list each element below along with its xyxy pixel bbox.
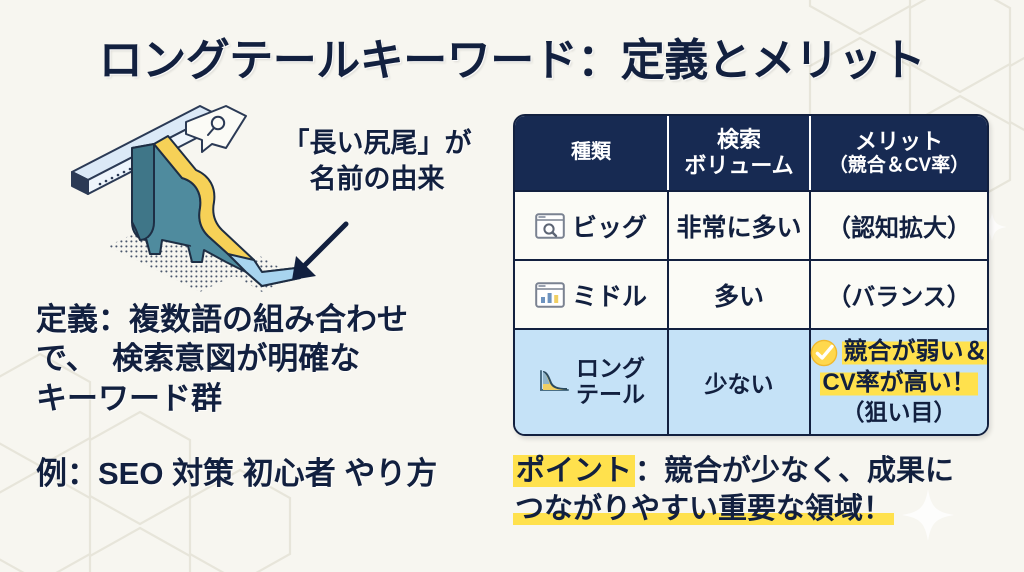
definition-text: 定義：複数語の組み合わせ で、 検索意図が明確な キーワード群 — [36, 300, 506, 418]
table-cell-merit-line-2: CV率が高い！ — [820, 368, 978, 398]
keyword-type-table: 種類 検索 ボリューム メリット （競合＆CV率） ビッグ — [513, 114, 989, 436]
browser-barchart-icon — [535, 281, 565, 308]
table-row: ビッグ 非常に多い （認知拡大） — [515, 190, 987, 259]
definition-line-2: で、 検索意図が明確な — [36, 341, 361, 377]
table-header-merit: メリット （競合＆CV率） — [809, 116, 987, 190]
callout-text: 「長い尻尾」が 名前の由来 — [252, 126, 502, 197]
table-cell-merit-line-1: 競合が弱い＆ — [841, 338, 988, 368]
table-header-merit-line-2: （競合＆CV率） — [828, 154, 970, 176]
table-header-volume-line-1: 検索 — [716, 127, 761, 153]
table-header-volume-line-2: ボリューム — [684, 153, 794, 178]
definition-line-3: キーワード群 — [36, 380, 222, 416]
table-cell-type-middle: ミドル — [515, 261, 667, 328]
point-line-1-rest: ：競合が少なく、成果に — [635, 455, 955, 487]
point-line-1: ポイント：競合が少なく、成果に — [513, 452, 1013, 490]
callout-line-2: 名前の由来 — [309, 163, 445, 194]
check-circle-icon — [810, 339, 837, 367]
longtail-curve-icon — [540, 370, 569, 391]
table-cell-merit-line-3: （狙い目） — [841, 398, 957, 425]
magnifier-speech-bubble — [185, 105, 247, 153]
table-cell-type-label-line-1: ロング — [576, 355, 645, 382]
table-row-highlighted: ロング テール 少ない 競合が弱い＆ CV率が高い！ （狙い目） — [515, 328, 987, 434]
table-header-type-label: 種類 — [571, 141, 611, 164]
point-label: ポイント — [513, 455, 636, 487]
table-cell-merit: （バランス） — [809, 261, 987, 328]
table-cell-merit-highlighted: 競合が弱い＆ CV率が高い！ （狙い目） — [809, 330, 987, 434]
example-text: 例：SEO 対策 初心者 やり方 — [36, 456, 438, 491]
table-cell-type-longtail: ロング テール — [515, 330, 667, 434]
table-cell-type-label-line-2: テール — [576, 381, 645, 407]
table-cell-merit: （認知拡大） — [809, 192, 987, 259]
table-header-type: 種類 — [515, 116, 667, 190]
callout-line-1: 「長い尻尾」が — [282, 128, 472, 158]
point-line-2: つながりやすい重要な領域！ — [513, 490, 1013, 528]
table-cell-type-label: ミドル — [571, 282, 647, 311]
table-header-volume: 検索 ボリューム — [667, 116, 809, 190]
table-cell-volume: 少ない — [667, 330, 809, 434]
table-cell-volume: 多い — [667, 261, 809, 328]
table-cell-type-big: ビッグ — [515, 192, 667, 259]
page-title: ロングテールキーワード：定義とメリット — [98, 36, 926, 85]
table-header-merit-line-1: メリット — [854, 128, 943, 154]
point-line-2-text: つながりやすい重要な領域！ — [513, 493, 895, 526]
definition-line-1: 定義：複数語の組み合わせ — [36, 302, 408, 337]
table-cell-type-label: ビッグ — [571, 213, 647, 242]
point-summary: ポイント：競合が少なく、成果に つながりやすい重要な領域！ — [513, 452, 1013, 529]
table-row: ミドル 多い （バランス） — [515, 259, 987, 328]
table-cell-volume: 非常に多い — [667, 192, 809, 259]
table-cell-type-label: ロング テール — [576, 355, 645, 408]
browser-search-icon — [535, 212, 565, 239]
table-header-row: 種類 検索 ボリューム メリット （競合＆CV率） — [515, 116, 987, 190]
pointer-arrow-icon — [292, 221, 349, 280]
